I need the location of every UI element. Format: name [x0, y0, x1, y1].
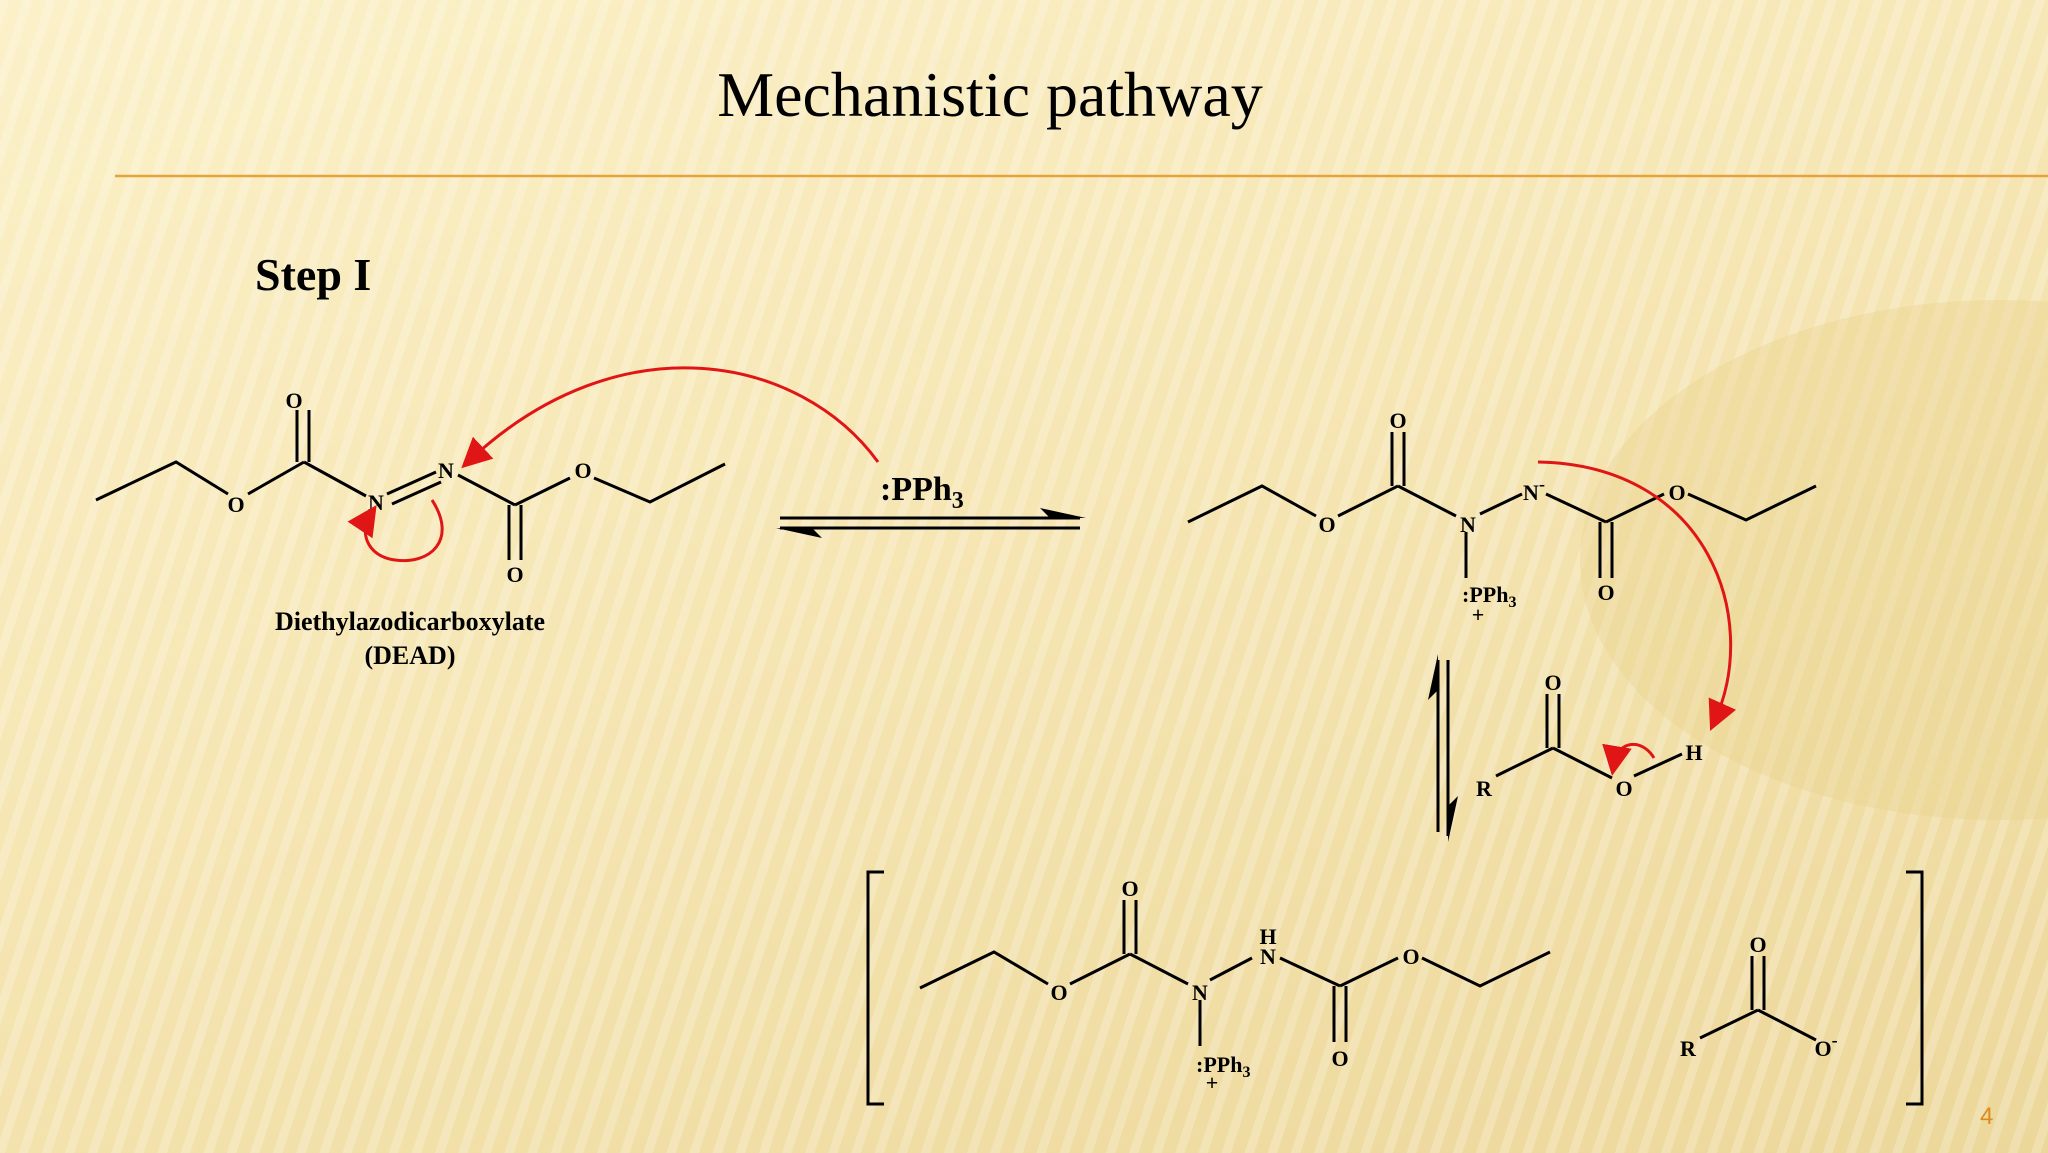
- equilibrium-arrow-2: [1428, 654, 1458, 842]
- svg-text:H: H: [1685, 740, 1702, 765]
- carboxylate-anion: O R O-: [1680, 932, 1838, 1061]
- svg-text::PPh3: :PPh3: [1462, 582, 1516, 611]
- svg-text:O: O: [1544, 670, 1561, 695]
- svg-text:R: R: [1476, 776, 1493, 801]
- dead-n-left: N: [368, 490, 384, 515]
- svg-text:O: O: [1121, 876, 1138, 901]
- svg-text:O: O: [1402, 944, 1419, 969]
- svg-text:H: H: [1259, 924, 1276, 949]
- reagent-label: :PPh: [880, 471, 952, 508]
- dead-o-ester-right: O: [574, 458, 591, 483]
- betaine-intermediate: O O N N- O O :PPh3 +: [1187, 408, 1817, 627]
- svg-text:R: R: [1680, 1036, 1697, 1061]
- dead-molecule: O O N N O O Diethylazodicarboxylate (DEA…: [95, 388, 726, 670]
- svg-text:O: O: [1749, 932, 1766, 957]
- dead-o-ester-left: O: [227, 492, 244, 517]
- ion-pair-bracket: [866, 870, 1924, 1106]
- svg-text:N-: N-: [1523, 474, 1545, 505]
- svg-text:O-: O-: [1814, 1030, 1837, 1061]
- svg-text:N: N: [1460, 512, 1476, 537]
- svg-text:N: N: [1192, 980, 1208, 1005]
- svg-text:O: O: [1318, 512, 1335, 537]
- dead-abbr-label: (DEAD): [365, 641, 456, 670]
- nucleophilic-attack-arrow: [461, 366, 880, 469]
- slide-title: Mechanistic pathway: [717, 59, 1263, 130]
- dead-n-right: N: [438, 458, 454, 483]
- reagent-sub: 3: [952, 488, 964, 514]
- svg-text:O: O: [1615, 776, 1632, 801]
- svg-text:+: +: [1472, 602, 1485, 627]
- svg-text:O: O: [1668, 480, 1685, 505]
- step-label: Step I: [255, 249, 372, 300]
- page-number: 4: [1980, 1103, 1994, 1130]
- equilibrium-arrow-1: :PPh3: [776, 471, 1086, 538]
- svg-text:O: O: [1331, 1046, 1348, 1071]
- svg-text:O: O: [1050, 980, 1067, 1005]
- dead-name-label: Diethylazodicarboxylate: [275, 607, 545, 636]
- svg-text:O: O: [1597, 580, 1614, 605]
- svg-text::PPh3: :PPh3: [1196, 1052, 1250, 1081]
- dead-o-carbonyl-right: O: [506, 562, 523, 587]
- svg-text::PPh3: :PPh3: [880, 471, 964, 514]
- dead-o-carbonyl-left: O: [285, 388, 302, 413]
- svg-text:O: O: [1389, 408, 1406, 433]
- deprotonation-arrow: [1537, 460, 1737, 731]
- protonated-hydrazine: O O N H N O O :PPh3 +: [919, 876, 1551, 1095]
- svg-text:N: N: [1260, 944, 1276, 969]
- carboxylic-acid: O R O H: [1476, 670, 1703, 801]
- svg-text:+: +: [1206, 1070, 1219, 1095]
